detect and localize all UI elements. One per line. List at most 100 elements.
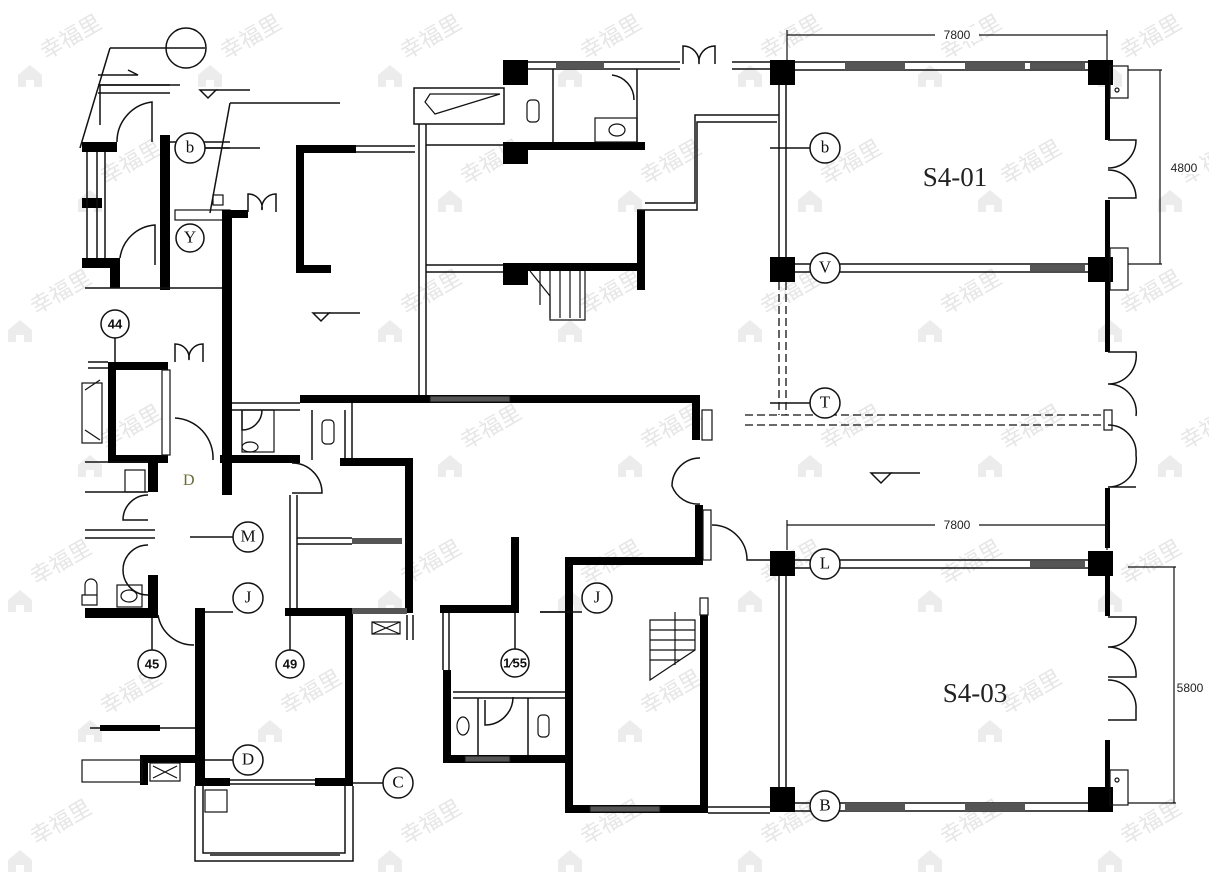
watermark: 幸福里 <box>258 666 346 742</box>
grid-bubble-Y: Y <box>175 223 205 253</box>
house-icon <box>558 850 582 872</box>
svg-text:J: J <box>245 588 252 607</box>
svg-text:幸福里: 幸福里 <box>397 11 467 66</box>
house-icon <box>738 65 762 87</box>
grid-bubble-1-55: 1⁄55 <box>500 613 530 678</box>
house-icon <box>918 320 942 342</box>
house-icon <box>918 850 942 872</box>
svg-text:幸福里: 幸福里 <box>757 11 827 66</box>
svg-text:M: M <box>240 527 255 546</box>
grid-bubble-44: 44 <box>100 309 130 362</box>
svg-text:Y: Y <box>184 228 196 247</box>
house-icon <box>378 320 402 342</box>
watermark: 幸福里 <box>918 536 1006 612</box>
svg-text:幸福里: 幸福里 <box>217 11 287 66</box>
svg-text:D: D <box>242 750 254 769</box>
svg-text:幸福里: 幸福里 <box>397 266 467 321</box>
room-label-s4-01: S4-01 <box>923 162 988 192</box>
grid-bubble-L: L <box>809 548 841 580</box>
svg-text:44: 44 <box>108 317 123 332</box>
svg-text:幸福里: 幸福里 <box>937 536 1007 591</box>
house-icon <box>18 65 42 87</box>
svg-text:b: b <box>821 138 830 157</box>
svg-text:T: T <box>820 393 831 412</box>
svg-text:49: 49 <box>283 657 297 672</box>
svg-text:幸福里: 幸福里 <box>1117 536 1187 591</box>
column <box>1088 551 1113 576</box>
watermark: 幸福里 <box>558 266 646 342</box>
svg-text:V: V <box>819 258 832 277</box>
house-icon <box>78 455 102 477</box>
house-icon <box>978 190 1002 212</box>
svg-text:幸福里: 幸福里 <box>577 266 647 321</box>
svg-text:7800: 7800 <box>944 518 971 532</box>
grid-bubble-B: B <box>809 790 841 822</box>
house-icon <box>198 65 222 87</box>
svg-text:幸福里: 幸福里 <box>1117 796 1187 851</box>
house-icon <box>738 320 762 342</box>
house-icon <box>798 190 822 212</box>
house-icon <box>978 720 1002 742</box>
house-icon <box>378 850 402 872</box>
svg-text:幸福里: 幸福里 <box>37 11 107 66</box>
watermark: 幸福里 <box>198 11 286 87</box>
unit-s4-03: S4-03 <box>770 551 1137 812</box>
svg-text:幸福里: 幸福里 <box>27 266 97 321</box>
grid-bubble-J-left: J <box>205 582 264 614</box>
watermark: 幸福里 <box>8 536 96 612</box>
svg-text:C: C <box>392 773 403 792</box>
watermark: 幸福里 <box>978 401 1066 477</box>
svg-text:幸福里: 幸福里 <box>457 401 527 456</box>
house-icon <box>978 455 1002 477</box>
grid-bubble-D: D <box>205 744 264 776</box>
unit-s4-01: S4-01 <box>770 60 1137 291</box>
svg-text:幸福里: 幸福里 <box>997 401 1067 456</box>
house-icon <box>378 590 402 612</box>
watermark: 幸福里 <box>8 266 96 342</box>
svg-text:幸福里: 幸福里 <box>27 796 97 851</box>
svg-text:B: B <box>819 796 830 815</box>
house-icon <box>738 590 762 612</box>
watermark: 幸福里 <box>378 266 466 342</box>
grid-bubble-49: 49 <box>275 616 305 679</box>
grid-bubble-b-right: b <box>770 132 841 164</box>
watermark: 幸福里 <box>438 401 526 477</box>
svg-text:5800: 5800 <box>1177 681 1204 695</box>
house-icon <box>258 720 282 742</box>
door-mark-D: D <box>183 472 195 489</box>
house-icon <box>378 65 402 87</box>
dimension-s401-height: 4800 <box>1128 69 1204 265</box>
watermark: 幸福里 <box>618 666 706 742</box>
column <box>770 257 795 282</box>
grid-bubble-J-mid: J <box>540 582 613 614</box>
dimension-top-width: 7800 <box>786 27 1108 60</box>
svg-text:45: 45 <box>145 657 159 672</box>
column <box>770 787 795 812</box>
room-label-s4-03: S4-03 <box>943 678 1008 708</box>
grid-bubble-45: 45 <box>137 618 167 679</box>
svg-text:幸福里: 幸福里 <box>577 11 647 66</box>
column <box>770 551 795 576</box>
svg-text:幸福里: 幸福里 <box>1177 401 1209 456</box>
house-icon <box>798 455 822 477</box>
column <box>1088 787 1113 812</box>
central-block <box>300 45 779 814</box>
house-icon <box>618 190 642 212</box>
house-icon <box>8 320 32 342</box>
svg-text:幸福里: 幸福里 <box>97 401 167 456</box>
svg-text:4800: 4800 <box>1171 161 1198 175</box>
column <box>1088 257 1113 282</box>
watermark: 幸福里 <box>1158 401 1209 477</box>
house-icon <box>618 720 642 742</box>
house-icon <box>8 590 32 612</box>
svg-text:幸福里: 幸福里 <box>397 796 467 851</box>
watermark: 幸福里 <box>918 11 1006 87</box>
house-icon <box>558 320 582 342</box>
grid-bubble-V: V <box>809 252 841 284</box>
svg-text:J: J <box>594 588 601 607</box>
house-icon <box>1158 190 1182 212</box>
grid-bubble-M: M <box>190 521 264 553</box>
svg-text:1⁄55: 1⁄55 <box>503 656 527 671</box>
column <box>1088 60 1113 85</box>
